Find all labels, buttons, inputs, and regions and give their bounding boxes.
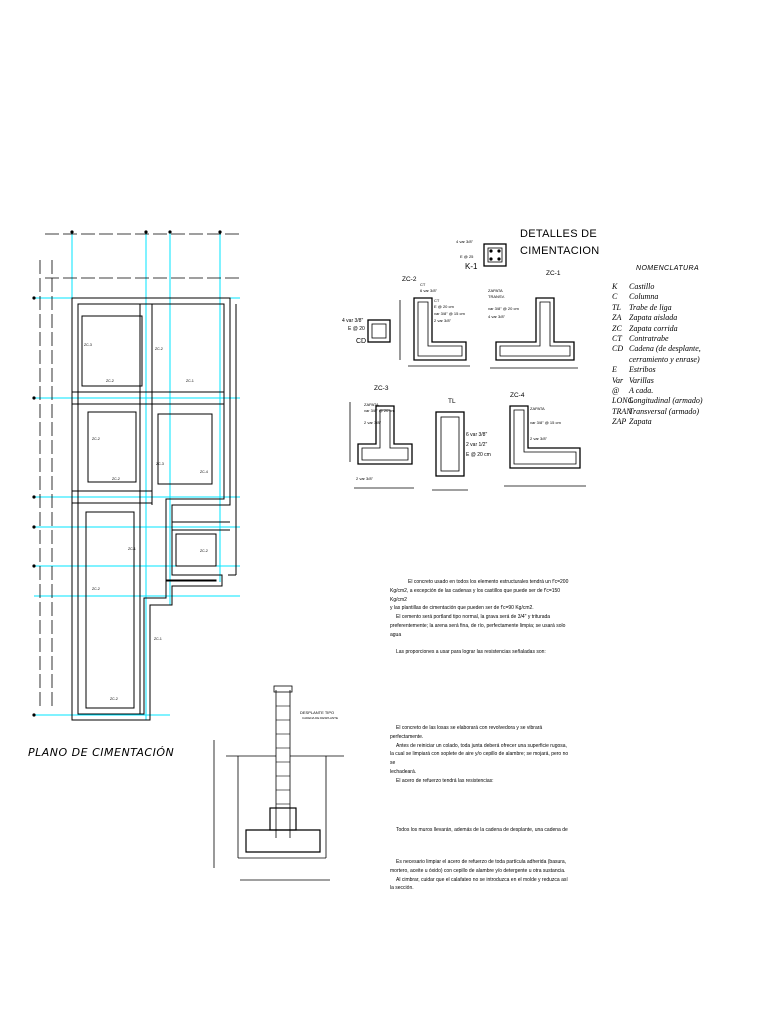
note-line: la sección. [390,885,414,892]
note-line: Las proporciones a usar para lograr las … [396,648,546,655]
nomenclature-item: LONGLongitudinal (armado) [612,396,703,406]
details-title-line1: DETALLES DE [520,228,598,240]
cd-stirrups: E @ 20 [348,326,365,332]
note-line: Antes de reiniciar un colado, toda junta… [396,742,567,749]
zc2-long-bars: 2 var 3/8" [434,318,451,323]
svg-text:E @ 25: E @ 25 [460,254,474,259]
section-label: DESPLANTE TIPO [300,710,335,715]
dimension-lines [39,233,240,710]
zc4-label: ZC-4 [510,392,525,399]
foundation-walls [71,297,237,721]
notes-block-4: Es necesario limpiar el acero de refuerz… [390,858,570,893]
zc1-long-bars: 4 var 3/8" [488,314,505,319]
svg-text:ZC-4: ZC-4 [200,470,208,474]
notes-block-3: Todos los muros llevarán, además de la c… [390,826,570,835]
note-line: El concreto usado en todos los elemento … [408,579,569,585]
nomenclature-item: @A cada. [612,385,654,395]
k1-bars: 4 var 3/8" [456,239,474,244]
svg-text:ZC-2: ZC-2 [92,437,100,441]
zc2-trans-bars: var 3/8" @ 15 cm [434,311,465,316]
section-sub: CADENA DE DESPLANTE [302,716,339,720]
svg-text:CT: CT [420,282,426,287]
note-line: El acero de refuerzo tendrá las resisten… [396,777,494,784]
svg-text:ZAPATA: ZAPATA [488,288,503,293]
svg-text:ZC-3: ZC-3 [156,462,164,466]
tl-bars1: 6 var 3/8" [466,432,488,438]
svg-text:ZC-2: ZC-2 [110,697,118,701]
zc3-label: ZC-3 [374,385,389,392]
zc3-trans-bars: var 3/8" @ 20 cm [364,408,395,413]
svg-text:ZC-2: ZC-2 [112,477,120,481]
zc3-long-bars: 2 var 3/8" [364,420,381,425]
svg-text:6 var 3/8": 6 var 3/8" [420,288,438,293]
note-line: preferentemente; la arena será fina, de … [390,622,566,638]
svg-text:ZC-2: ZC-2 [106,379,114,383]
nomenclature-item: TRANTransversal (armado) [612,406,700,416]
svg-text:ZC-2: ZC-2 [155,347,163,351]
cd-bars: 4 var 3/8" [342,318,364,324]
cd-label: CD [356,338,367,345]
zc1-label: ZC-1 [546,270,561,277]
zc2-ct: CT [434,298,440,303]
svg-text:2 var 3/8": 2 var 3/8" [356,476,374,481]
zc1-trans-bars: var 3/8" @ 20 cm [488,306,519,311]
note-line: Es necesario limpiar el acero de refuerz… [396,859,567,865]
tl-stirrups: E @ 20 cm [466,452,491,458]
zc4-trans-bars: var 3/8" @ 15 cm [530,420,561,425]
svg-text:ZC-2: ZC-2 [92,587,100,591]
note-line: Al cimbrar, cuidar que el calafateo no s… [396,876,568,883]
axis-markers [32,230,222,717]
zc2-ct-stirrups: E @ 20 cm [434,304,454,309]
nomenclature-title: NOMENCLATURA [636,265,700,272]
note-line: Kg/cm2, a excepción de las cadenas y los… [390,587,561,603]
notes-block-2: El concreto de las losas se elaborará co… [390,724,570,786]
zc4-long-bars: 2 var 3/8" [530,436,547,441]
tl-label: TL [448,398,456,405]
foundation-details [349,243,586,491]
svg-text:ZC-1: ZC-1 [154,637,162,641]
details-title-line2: CIMENTACION [520,245,600,257]
plan-title: PLANO DE CIMENTACIÓN [28,746,175,759]
svg-text:ZC-1: ZC-1 [186,379,194,383]
tl-bars2: 2 var 1/2" [466,442,488,448]
note-line: lechadeará. [390,768,417,775]
nomenclature-item: cerramiento y enrase) [629,354,700,364]
note-line: mortero, aceite u óxido) con cepillo de … [390,867,566,874]
svg-text:TRANSV.: TRANSV. [488,294,505,299]
note-line: El cemento será portland tipo normal, la… [396,614,551,621]
notes-block-1: El concreto usado en todos los elemento … [390,578,570,656]
details-title: DETALLES DE CIMENTACION [520,226,600,260]
zc4-zap: ZAPATA [530,406,545,411]
note-line: la cual se limpiará con soplete de aire … [390,751,569,767]
svg-text:ZC-2: ZC-2 [200,549,208,553]
detail-small-labels: 4 var 3/8"E @ 25 CT6 var 3/8" ZAPATATRAN… [356,239,505,481]
zc3-zap: ZAPATA [364,402,379,407]
note-line: Todos los muros llevarán, además de la c… [396,827,568,833]
note-line: y las plantillas de cimentación que pued… [390,605,534,612]
note-line: El concreto de las losas se elaborará co… [390,725,543,740]
k1-label: K-1 [465,262,478,271]
svg-text:ZC-3: ZC-3 [84,343,92,347]
svg-text:ZC-1: ZC-1 [128,547,136,551]
zc2-label: ZC-2 [402,276,417,283]
